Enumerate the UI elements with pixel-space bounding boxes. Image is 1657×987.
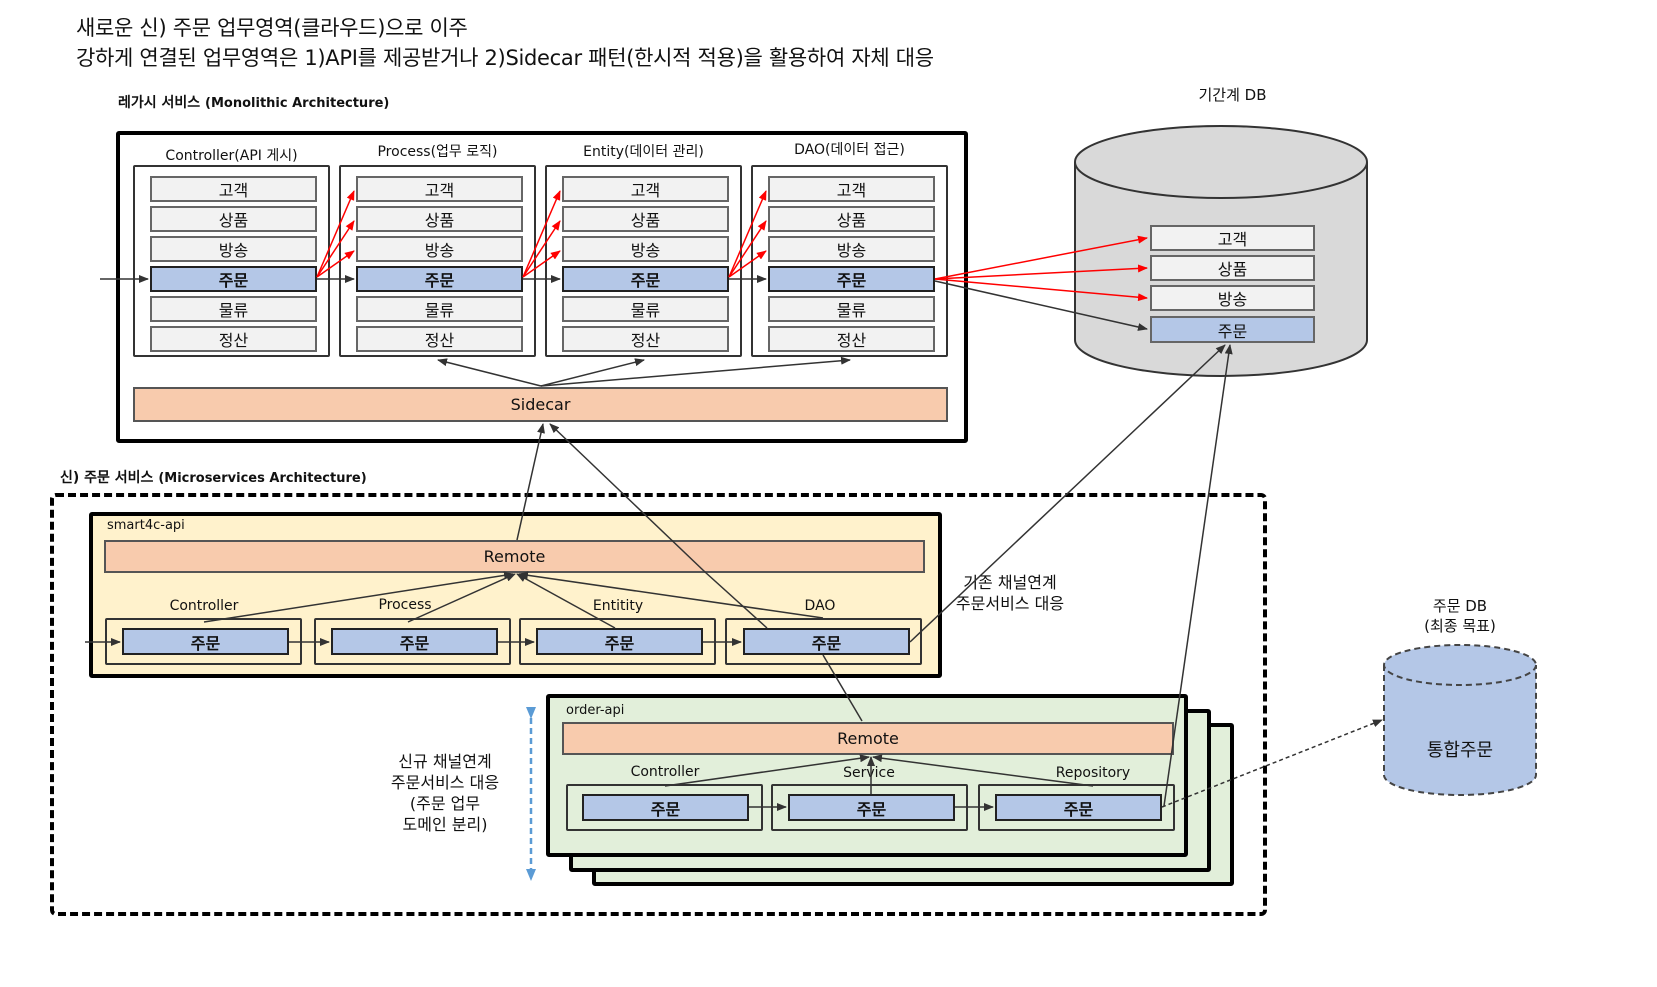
legacy-section-label: 레가시 서비스 (Monolithic Architecture) (118, 92, 389, 112)
order-remote: Remote (562, 722, 1174, 755)
legacy-cell: 정산 (356, 326, 523, 352)
smart4c-group-label: Controller (169, 598, 239, 614)
legacy-cell-order: 주문 (150, 266, 317, 292)
legacy-cell: 고객 (356, 176, 523, 202)
legacy-cell: 상품 (356, 206, 523, 232)
micro-section-label: 신) 주문 서비스 (Microservices Architecture) (60, 467, 367, 487)
legacy-column-head: Controller(API 게시) (165, 148, 298, 164)
legacy-cell: 물류 (150, 296, 317, 322)
legacy-cell: 방송 (768, 236, 935, 262)
smart4c-cell-order: 주문 (743, 628, 910, 655)
order-api-name: order-api (566, 703, 625, 718)
order-cell-order: 주문 (995, 794, 1162, 821)
note-line: (주문 업무 (409, 794, 481, 813)
dao-to-db-arrow (934, 280, 1148, 331)
note-line: 주문서비스 대응 (955, 594, 1065, 613)
note-line: 주문서비스 대응 (390, 773, 500, 792)
legacy-cell: 고객 (150, 176, 317, 202)
legacy-cell: 물류 (562, 296, 729, 322)
order-db-cylinder (1383, 644, 1537, 796)
repository-to-order-db-arrow (1161, 719, 1383, 808)
legacy-cell-order: 주문 (768, 266, 935, 292)
legacy-cell: 방송 (356, 236, 523, 262)
core-db-cell: 방송 (1150, 285, 1315, 311)
legacy-cell: 상품 (768, 206, 935, 232)
smart4c-group-label: Entitity (592, 598, 644, 614)
note-line: 기존 채널연계 (963, 573, 1057, 592)
legacy-cell: 상품 (562, 206, 729, 232)
legacy-cell: 방송 (562, 236, 729, 262)
legacy-cell: 고객 (562, 176, 729, 202)
legacy-label-en: (Monolithic Architecture) (205, 96, 390, 111)
legacy-column-head: Process(업무 로직) (377, 144, 498, 160)
order-cell-order: 주문 (788, 794, 955, 821)
legacy-column-head: DAO(데이터 접근) (794, 142, 905, 158)
order-db-body: 통합주문 (1426, 740, 1494, 761)
micro-label-en: (Microservices Architecture) (158, 471, 367, 486)
legacy-cell: 물류 (768, 296, 935, 322)
smart4c-flow-arrows (85, 571, 824, 646)
order-db-title-line: 주문 DB (1432, 597, 1488, 615)
smart4c-cell-order: 주문 (122, 628, 289, 655)
note-line: 도메인 분리) (402, 815, 488, 834)
sidecar-arrows (437, 356, 851, 387)
legacy-cell-order: 주문 (356, 266, 523, 292)
microservices-boundary (50, 493, 1267, 916)
smart4c-api-name: smart4c-api (107, 518, 185, 533)
legacy-cell: 상품 (150, 206, 317, 232)
note-line: 신규 채널연계 (398, 752, 492, 771)
new-channel-note: 신규 채널연계 주문서비스 대응 (주문 업무 도메인 분리) (375, 751, 515, 835)
existing-channel-note: 기존 채널연계 주문서비스 대응 (940, 572, 1080, 614)
title-line-2: 강하게 연결된 업무영역은 1)API를 제공받거나 2)Sidecar 패턴(… (76, 46, 934, 70)
core-db-cell: 고객 (1150, 225, 1315, 251)
legacy-red-arrows (316, 190, 1148, 302)
legacy-cell: 정산 (562, 326, 729, 352)
legacy-label-ko: 레가시 서비스 (118, 95, 201, 111)
order-db-title: 주문 DB (최종 목표) (1400, 596, 1520, 636)
smart4c-cell-order: 주문 (536, 628, 703, 655)
smart4c-cell-order: 주문 (331, 628, 498, 655)
order-flow-arrows (664, 754, 1094, 811)
smart4c-remote: Remote (104, 540, 925, 573)
sidecar-bar: Sidecar (133, 387, 948, 422)
legacy-column-head: Entity(데이터 관리) (583, 144, 704, 160)
core-db-cell: 상품 (1150, 255, 1315, 281)
remote-to-sidecar-arrows (516, 423, 768, 629)
core-db-title: 기간계 DB (1198, 86, 1267, 104)
micro-label-ko: 신) 주문 서비스 (60, 470, 154, 486)
smart4c-group-label: Process (378, 597, 432, 613)
legacy-cell: 고객 (768, 176, 935, 202)
order-cell-order: 주문 (582, 794, 749, 821)
order-group-label: Repository (1055, 765, 1131, 781)
core-db-cell-order: 주문 (1150, 316, 1315, 343)
legacy-cell: 물류 (356, 296, 523, 322)
smart4c-group-label: DAO (804, 598, 836, 614)
legacy-cell: 정산 (768, 326, 935, 352)
order-group-label: Service (843, 765, 895, 781)
legacy-cell-order: 주문 (562, 266, 729, 292)
legacy-cell: 정산 (150, 326, 317, 352)
order-db-title-line: (최종 목표) (1424, 617, 1496, 635)
migration-arrows (822, 344, 1233, 807)
title-line-1: 새로운 신) 주문 업무영역(클라우드)으로 이주 (76, 16, 468, 40)
legacy-cell: 방송 (150, 236, 317, 262)
order-group-label: Controller (630, 764, 700, 780)
